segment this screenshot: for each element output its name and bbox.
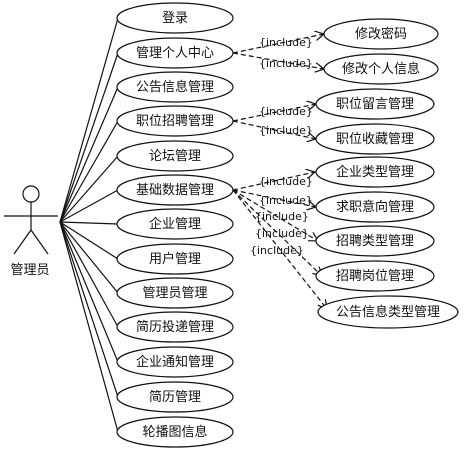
use-case-label: 公告信息管理 bbox=[136, 79, 214, 95]
association-line bbox=[59, 120, 119, 223]
use-case-label: 企业管理 bbox=[149, 216, 201, 232]
include-label: {include} bbox=[259, 57, 313, 70]
include-arrow bbox=[232, 172, 315, 191]
association-line bbox=[59, 221, 119, 433]
use-case-ellipse[interactable] bbox=[116, 71, 234, 103]
association-line bbox=[59, 155, 119, 223]
use-case-label: 登录 bbox=[162, 11, 188, 26]
use-case-label: 简历管理 bbox=[149, 389, 201, 405]
use-case-label: 管理个人中心 bbox=[136, 46, 214, 61]
association-line bbox=[59, 52, 119, 223]
use-case-label: 简历投递管理 bbox=[136, 319, 214, 335]
use-case-ellipse[interactable] bbox=[116, 174, 234, 206]
use-case-ellipse[interactable] bbox=[116, 37, 234, 69]
include-arrow bbox=[232, 189, 318, 241]
use-case-label: 管理员管理 bbox=[142, 286, 207, 301]
included-use-case-label: 企业类型管理 bbox=[336, 164, 414, 180]
use-case-label: 轮播图信息 bbox=[142, 424, 207, 440]
association-line bbox=[59, 221, 119, 328]
include-arrow bbox=[232, 52, 324, 69]
association-line bbox=[59, 221, 119, 398]
association-line bbox=[59, 221, 119, 294]
include-label: {include} bbox=[255, 227, 309, 240]
use-case-label: 企业通知管理 bbox=[136, 354, 214, 370]
use-case-label: 用户管理 bbox=[149, 251, 201, 267]
included-use-case-label: 修改密码 bbox=[355, 26, 407, 42]
include-arrow bbox=[232, 189, 322, 276]
included-use-case-label: 公告信息类型管理 bbox=[336, 304, 440, 320]
use-case-ellipse[interactable] bbox=[116, 243, 234, 275]
included-use-case-ellipse[interactable] bbox=[315, 260, 435, 292]
use-case-label: 职位招聘管理 bbox=[136, 114, 214, 129]
include-label: {include} bbox=[259, 36, 313, 49]
included-use-case-ellipse[interactable] bbox=[315, 88, 435, 120]
use-case-ellipse[interactable] bbox=[116, 208, 234, 240]
included-use-case-ellipse[interactable] bbox=[323, 53, 439, 85]
include-label: {include} bbox=[250, 244, 304, 257]
include-label: {include} bbox=[259, 194, 313, 207]
included-use-case-ellipse[interactable] bbox=[315, 225, 435, 257]
include-arrow bbox=[232, 189, 316, 207]
include-lines bbox=[232, 34, 327, 309]
include-label: {include} bbox=[259, 105, 313, 118]
included-use-case-label: 招聘岗位管理 bbox=[336, 269, 414, 284]
use-case-ellipse[interactable] bbox=[116, 346, 234, 378]
included-use-case-label: 求职意向管理 bbox=[336, 199, 414, 215]
use-case-ellipse[interactable] bbox=[116, 277, 234, 309]
include-arrow bbox=[232, 189, 327, 309]
association-lines bbox=[59, 17, 119, 433]
include-arrow bbox=[232, 104, 316, 122]
included-use-case-label: 职位收藏管理 bbox=[336, 132, 414, 147]
association-line bbox=[59, 17, 119, 223]
included-use-case-label: 招聘类型管理 bbox=[336, 234, 414, 249]
included-use-case-ellipse[interactable] bbox=[315, 156, 435, 188]
include-label: {include} bbox=[255, 210, 309, 223]
association-line bbox=[59, 221, 119, 225]
association-line bbox=[59, 221, 119, 260]
use-case-ellipse[interactable] bbox=[116, 311, 234, 343]
use-case-ellipse[interactable] bbox=[116, 140, 234, 172]
association-line bbox=[59, 221, 119, 363]
use-case-ellipse[interactable] bbox=[116, 105, 234, 137]
actor-label: 管理员 bbox=[10, 263, 49, 278]
include-labels: {include} {include} {include} {include} … bbox=[250, 36, 313, 257]
include-label: {include} bbox=[259, 175, 313, 188]
included-use-case-ellipse[interactable] bbox=[315, 191, 435, 223]
use-case-label: 论坛管理 bbox=[149, 149, 201, 164]
use-case-ellipse[interactable] bbox=[116, 381, 234, 413]
included-use-case-ellipse[interactable] bbox=[317, 295, 459, 329]
stick-figure-icon bbox=[4, 185, 58, 255]
included-use-case-ellipse[interactable] bbox=[323, 18, 439, 50]
use-case-label: 基础数据管理 bbox=[136, 183, 214, 198]
included-use-case-ellipse[interactable] bbox=[315, 123, 435, 155]
use-case-ellipse[interactable] bbox=[116, 2, 234, 34]
use-case-ellipse[interactable] bbox=[116, 416, 234, 448]
include-arrow bbox=[232, 120, 316, 139]
actor: 管理员 bbox=[4, 185, 58, 278]
association-line bbox=[59, 189, 119, 223]
included-use-case-label: 职位留言管理 bbox=[336, 97, 414, 112]
use-case-column: 登录 管理个人中心 公告信息管理 职位招聘管理 论坛管理 基础数据管理 企业管理… bbox=[116, 2, 234, 448]
included-use-cases: 修改密码 修改个人信息 职位留言管理 职位收藏管理 企业类型管理 求职意向管理 … bbox=[315, 18, 459, 329]
included-use-case-label: 修改个人信息 bbox=[342, 61, 420, 77]
include-label: {include} bbox=[259, 124, 313, 137]
association-line bbox=[59, 86, 119, 223]
